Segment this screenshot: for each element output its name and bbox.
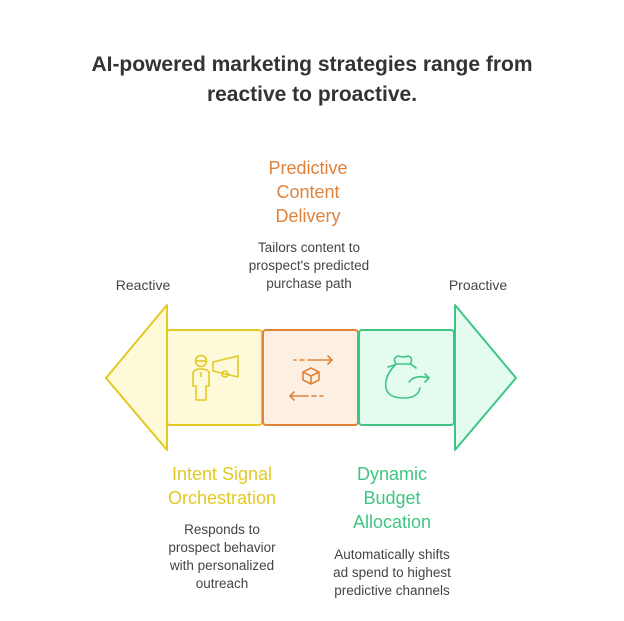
heading-line: Budget	[363, 488, 421, 508]
stage-heading-intent: Intent Signal Orchestration	[168, 462, 276, 510]
proactive-label: Proactive	[448, 277, 508, 293]
description-line: purchase path	[266, 276, 352, 291]
heading-line: Intent Signal	[171, 464, 273, 484]
description-line: predictive channels	[334, 583, 450, 598]
stage-description-predictive: Tailors content to prospect's predicted …	[249, 239, 369, 293]
stage-box-budget	[358, 329, 455, 426]
right-arrow-head	[454, 304, 517, 451]
heading-line: Predictive	[268, 158, 348, 178]
heading-line: Dynamic	[356, 464, 428, 484]
stage-heading-predictive: Predictive Content Delivery	[268, 156, 347, 228]
description-line: prospect's predicted	[248, 258, 370, 273]
box-exchange-icon	[289, 355, 333, 401]
description-line: Responds to	[184, 522, 260, 537]
description-line: outreach	[195, 576, 249, 591]
description-line: ad spend to highest	[333, 565, 451, 580]
title-line: AI-powered marketing strategies range fr…	[91, 53, 533, 76]
heading-line: Content	[276, 182, 340, 202]
stage-heading-budget: Dynamic Budget Allocation	[353, 462, 431, 534]
description-line: with personalized	[169, 558, 275, 573]
title-line: reactive to proactive.	[206, 83, 418, 106]
stage-description-intent: Responds to prospect behavior with perso…	[168, 521, 275, 593]
description-line: Automatically shifts	[334, 547, 450, 562]
stage-box-intent	[166, 329, 263, 426]
money-bag-icon	[384, 355, 430, 399]
heading-line: Delivery	[275, 206, 341, 226]
reactive-label: Reactive	[115, 277, 171, 293]
megaphone-person-icon	[192, 354, 239, 401]
description-line: Tailors content to	[257, 240, 361, 255]
description-line: prospect behavior	[168, 540, 276, 555]
stage-description-budget: Automatically shifts ad spend to highest…	[333, 546, 451, 600]
left-arrow-head	[105, 304, 168, 451]
heading-line: Allocation	[352, 512, 432, 532]
diagram-title: AI-powered marketing strategies range fr…	[91, 50, 532, 110]
heading-line: Orchestration	[167, 488, 277, 508]
